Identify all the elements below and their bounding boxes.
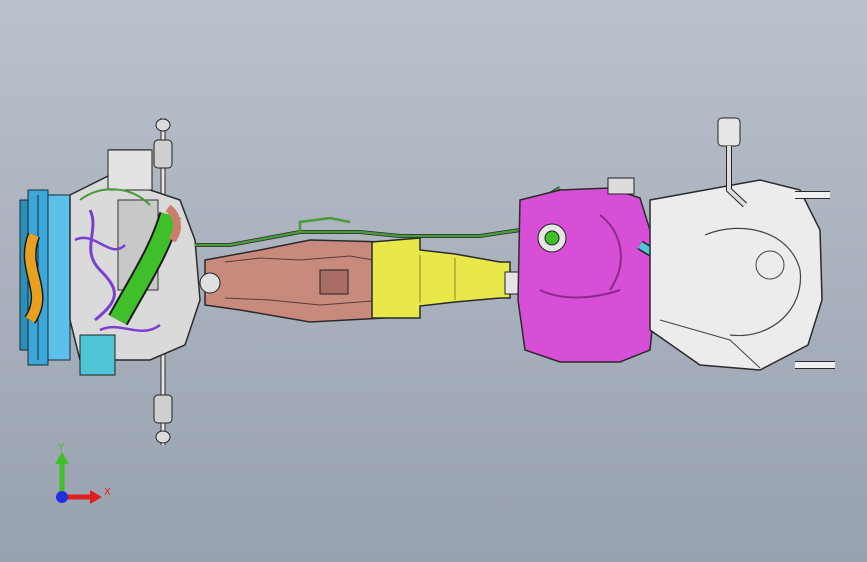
- engine-block[interactable]: [69, 149, 201, 376]
- rear-subframe[interactable]: [649, 179, 823, 371]
- triad-z-axis: [56, 491, 68, 503]
- triad-x-label: X: [104, 487, 111, 498]
- triad-y-label: Y: [58, 442, 65, 453]
- fuel-line[interactable]: [195, 186, 562, 247]
- intake-pipe[interactable]: [108, 204, 181, 326]
- radiator-hose[interactable]: [23, 232, 44, 324]
- fuel-tank[interactable]: [517, 177, 656, 363]
- front-lower-halfshaft[interactable]: [153, 350, 173, 445]
- triad-y-axis: [55, 452, 69, 497]
- fuel-filler-neck[interactable]: [717, 117, 748, 208]
- transfer-case[interactable]: [371, 237, 511, 319]
- transmission[interactable]: [199, 239, 386, 323]
- coordinate-triad: [55, 452, 102, 504]
